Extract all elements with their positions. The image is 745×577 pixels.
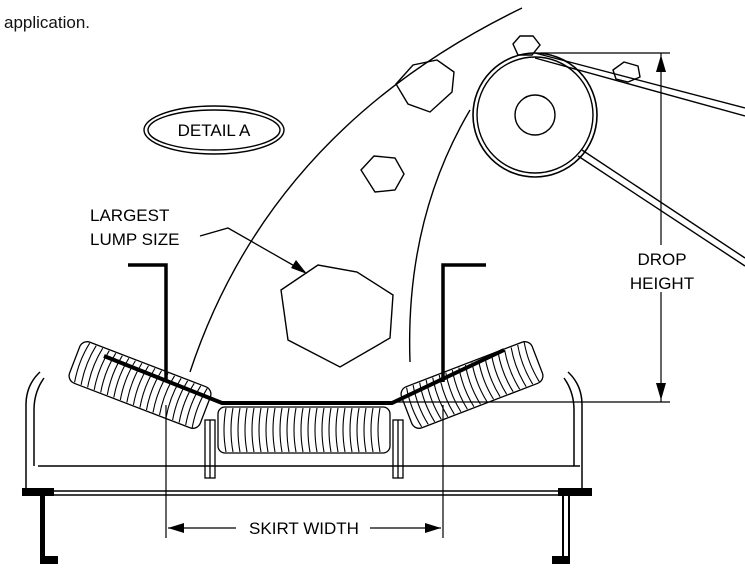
roller-rib [191,388,208,428]
roller-rib [504,349,521,390]
idler-roll-right [400,341,544,429]
skirt-width-label: SKIRT WIDTH [249,519,359,538]
roller-rib [132,365,149,406]
troughing-idler-set [22,341,592,564]
lump-small-2 [612,61,641,83]
largest-lump-label-line1: LARGEST [90,206,169,225]
roller-rib [251,407,255,453]
roller-rib [139,367,156,408]
lump-small-1 [512,35,541,56]
roller-rib [272,407,276,453]
skirtboard-right [441,263,486,382]
drop-height-label-line1: DROP [637,250,686,269]
roller-rib [425,379,442,420]
lump-medium-1 [395,59,455,113]
roller-rib [223,407,227,453]
roller-rib [314,407,318,453]
roller-rib [265,407,269,453]
roller-rib [517,344,534,385]
roller-rib [328,407,332,453]
idler-roll-left [68,341,212,429]
roller-rib [363,407,367,453]
skirt-width-dimension: SKIRT WIDTH [165,405,444,538]
roller-rib [356,407,360,453]
roller-rib [321,407,325,453]
roller-rib [523,342,540,382]
roller-rib [106,355,123,396]
largest-lump-leader [199,227,306,273]
roller-rib [126,362,143,403]
roller-rib [93,350,110,391]
idler-stands [204,419,404,479]
conveyor-belt [103,348,505,405]
roller-rib [258,407,262,453]
roller-rib [80,345,97,385]
roller-rib [419,382,436,423]
roller-rib [172,380,189,421]
roller-rib [152,372,169,413]
roller-rib [510,347,527,387]
caption-text: application. [4,13,91,32]
roller-rib [279,407,283,453]
roller-rib [87,347,104,388]
roller-rib [178,383,195,423]
frame-foot-right [552,488,592,564]
roller-rib [119,360,136,401]
largest-lump-arrowhead [291,260,307,274]
trajectory-inner-arc [408,109,471,363]
roller-rib [100,352,117,393]
idler-roll-center [217,406,391,454]
roller-rib [230,407,234,453]
roller-rib [74,342,91,383]
roller-rib [113,357,130,398]
roller-rib [491,354,508,395]
drop-height-dimension: DROP HEIGHT [392,52,694,403]
lump-largest [280,264,394,368]
skirtboard-left [128,263,168,382]
roller-rib [412,385,429,425]
roller-rib [293,407,297,453]
head-pulley [472,52,745,267]
roller-rib [300,407,304,453]
roller-rib [342,407,346,453]
detail-a-label: DETAIL A [178,121,251,140]
roller-rib [159,375,176,416]
drop-height-label-line2: HEIGHT [630,274,694,293]
roller-rib [185,385,202,426]
roller-rib [406,387,423,428]
roller-rib [237,407,241,453]
trajectory-outer-arc [189,7,523,373]
detail-a-tag: DETAIL A [143,105,285,155]
largest-lump-label-line2: LUMP SIZE [90,230,179,249]
roller-rib [497,352,514,392]
roller-rib [377,407,381,453]
roller-rib [244,407,248,453]
roller-rib [370,407,374,453]
roller-rib [349,407,353,453]
roller-rib [165,378,182,418]
roller-rib [286,407,290,453]
roller-rib [335,407,339,453]
frame-foot-left [22,488,58,564]
roller-rib [432,377,449,418]
roller-rib [145,370,162,411]
idler-frame [22,371,590,496]
lump-medium-2 [360,155,405,193]
roller-rib [307,407,311,453]
roller-rib [484,357,501,398]
